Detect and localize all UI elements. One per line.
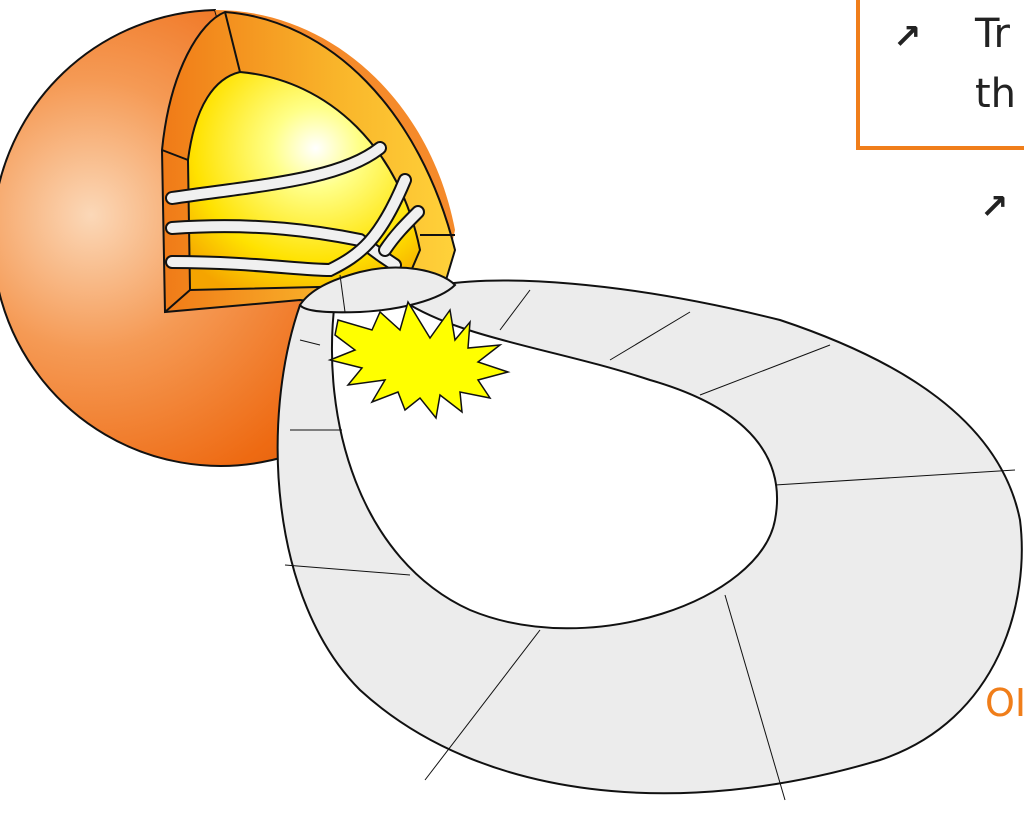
- callout-line-2: th: [975, 74, 1016, 114]
- north-east-arrow-icon: ↗: [980, 190, 1009, 224]
- orange-label: OI: [985, 684, 1024, 722]
- callout-line-1: Tr: [975, 14, 1010, 54]
- north-east-arrow-icon: ↗: [893, 20, 922, 54]
